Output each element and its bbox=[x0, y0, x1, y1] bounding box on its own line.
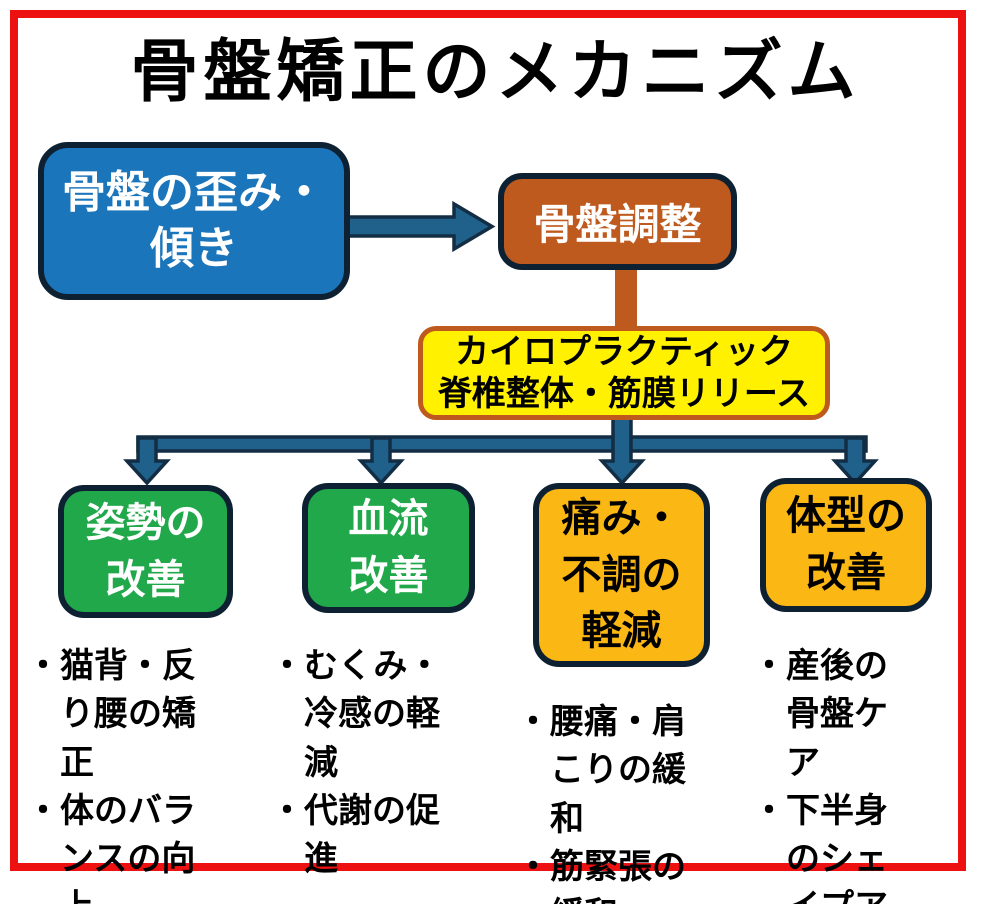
bullet-item: ・体のバランスの向上 bbox=[26, 791, 196, 904]
outcome-label: 姿勢の 改善 bbox=[85, 500, 206, 602]
cause-box: 骨盤の歪み・ 傾き bbox=[38, 142, 350, 300]
bullet-item: ・腰痛・肩こりの緩和 bbox=[516, 703, 686, 838]
arrow-down-icon-4 bbox=[831, 436, 879, 486]
methods-label: カイロプラクティック 脊椎整体・筋膜リリース bbox=[437, 332, 811, 414]
outcome-details-bloodflow: ・むくみ・冷感の軽減 ・代謝の促進 bbox=[270, 642, 455, 883]
action-label: 骨盤調整 bbox=[533, 201, 702, 248]
outcome-box-bodyshape: 体型の 改善 bbox=[760, 478, 932, 612]
outcome-label: 痛み・ 不調の 軽減 bbox=[561, 495, 682, 654]
outcome-box-posture: 姿勢の 改善 bbox=[58, 485, 233, 618]
bullet-item: ・代謝の促進 bbox=[270, 791, 440, 879]
red-border-frame bbox=[10, 10, 966, 871]
action-box: 骨盤調整 bbox=[498, 173, 737, 270]
outcome-label: 体型の 改善 bbox=[786, 494, 906, 595]
methods-box: カイロプラクティック 脊椎整体・筋膜リリース bbox=[418, 326, 830, 420]
cause-label: 骨盤の歪み・ 傾き bbox=[62, 167, 326, 273]
outcome-details-posture: ・猫背・反り腰の矯正 ・体のバランスの向上 bbox=[26, 642, 211, 904]
outcome-details-bodyshape: ・産後の骨盤ケア ・下半身のシェイプアップ bbox=[752, 642, 912, 904]
outcome-details-pain: ・腰痛・肩こりの緩和 ・筋緊張の緩和 bbox=[516, 698, 701, 904]
bullet-item: ・むくみ・冷感の軽減 bbox=[270, 647, 442, 782]
connector-action-to-methods bbox=[615, 262, 637, 332]
outcome-box-pain: 痛み・ 不調の 軽減 bbox=[533, 483, 710, 667]
bullet-item: ・筋緊張の緩和 bbox=[516, 847, 686, 904]
outcome-label: 血流 改善 bbox=[348, 497, 429, 598]
arrow-right-icon bbox=[343, 200, 496, 253]
arrow-down-icon-3 bbox=[598, 416, 646, 486]
bullet-item: ・猫背・反り腰の矯正 bbox=[26, 647, 196, 782]
arrow-down-icon-1 bbox=[123, 436, 171, 486]
bullet-item: ・産後の骨盤ケア bbox=[752, 647, 888, 782]
bullet-item: ・下半身のシェイプアップ bbox=[752, 791, 888, 904]
connector-branch-bar bbox=[136, 435, 868, 453]
page-title: 骨盤矯正のメカニズム bbox=[130, 34, 861, 110]
arrow-down-icon-2 bbox=[357, 436, 405, 486]
outcome-box-bloodflow: 血流 改善 bbox=[302, 483, 475, 613]
